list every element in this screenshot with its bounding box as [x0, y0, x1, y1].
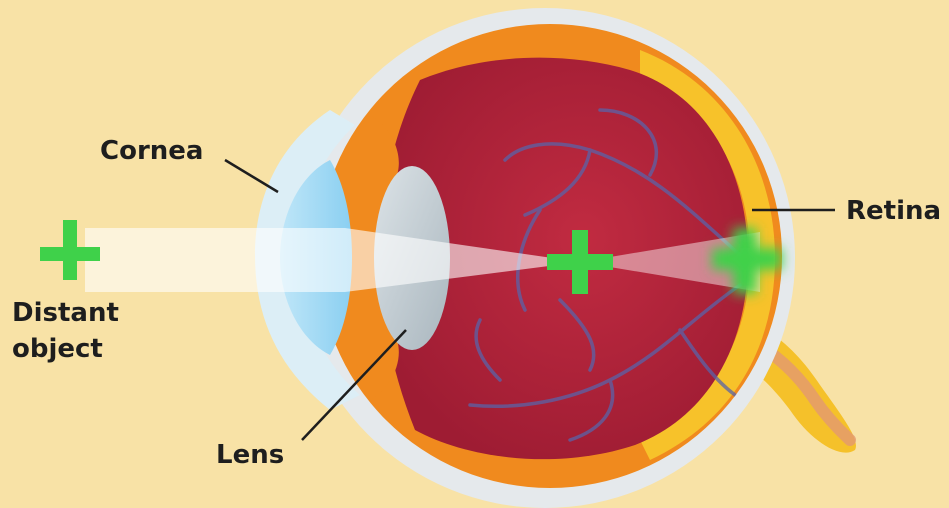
retina-label: Retina — [846, 194, 941, 228]
distant-object-label-line1: Distant — [12, 296, 119, 330]
lens-label: Lens — [216, 438, 284, 472]
cornea-pointer-line — [225, 160, 278, 192]
distant-object-label-line2: object — [12, 332, 103, 366]
cornea-label: Cornea — [100, 134, 203, 168]
